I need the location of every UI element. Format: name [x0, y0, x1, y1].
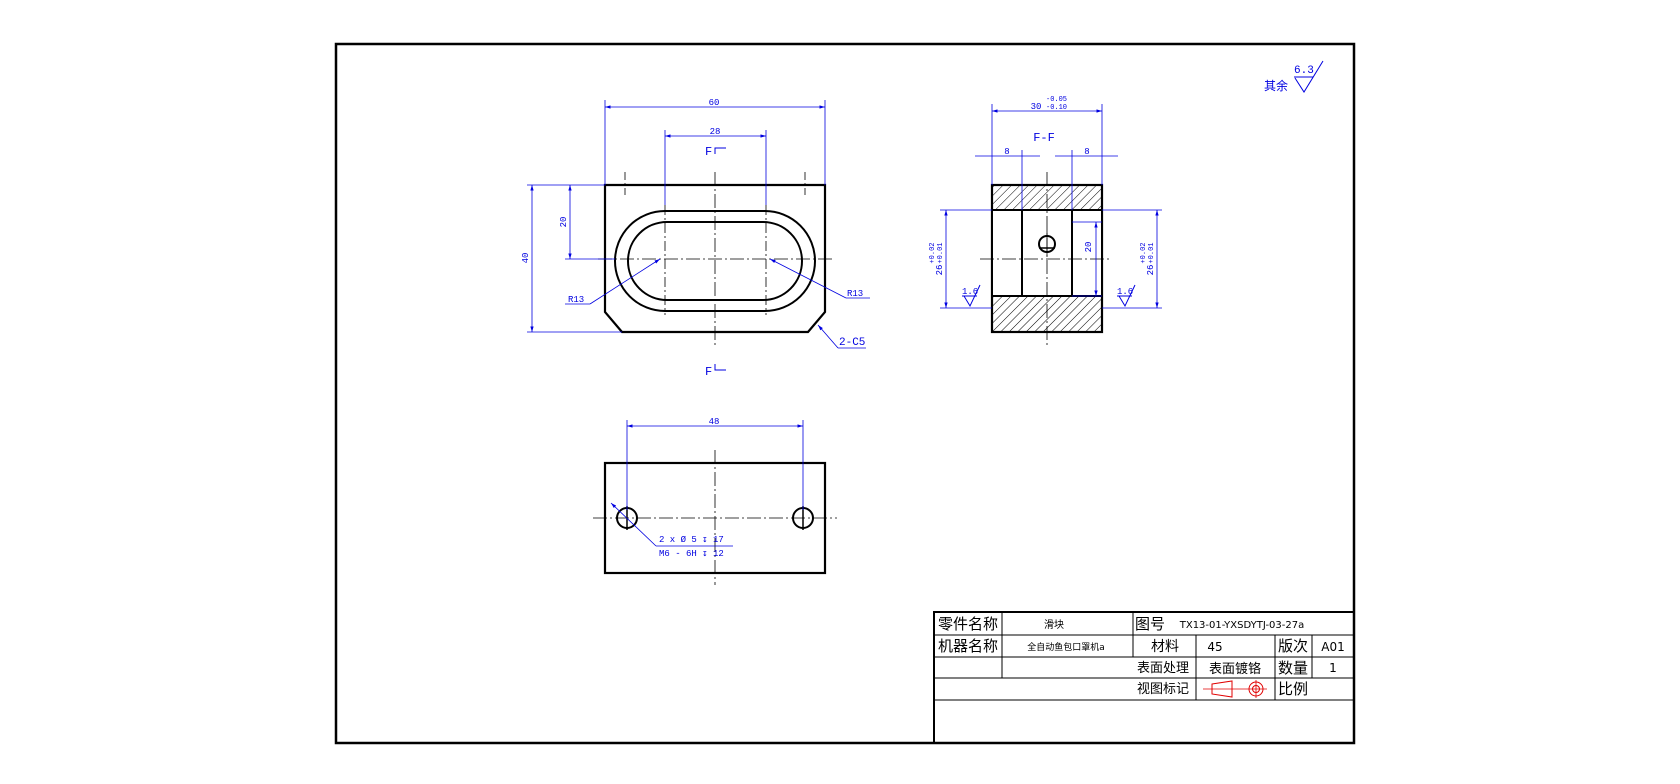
surface-treatment-value: 表面镀铬: [1209, 661, 1261, 677]
dim-overall-width: 60: [709, 98, 720, 108]
projection-symbol-icon: [1203, 680, 1267, 698]
tol-right-upper: +0.02: [1140, 242, 1148, 263]
roughness-right-icon: [1118, 284, 1136, 308]
material-value: 45: [1207, 640, 1222, 654]
scale-label: 比例: [1278, 680, 1308, 698]
section-left-pocket: [991, 209, 1023, 297]
part-name-value: 滑块: [1044, 619, 1064, 631]
dim-step-right: 8: [1084, 147, 1089, 157]
section-view: F-F 30 -0.05 -0.10 8: [929, 96, 1162, 345]
surface-note: 其余 6.3: [1264, 60, 1324, 94]
roughness-symbol-icon: [1294, 60, 1324, 93]
roughness-left: 1.6: [962, 287, 978, 297]
hole-note-line1: 2 x Ø 5 ↧ 17: [659, 535, 724, 545]
dim-hole-spacing: 48: [709, 417, 720, 427]
dim-right-height: 26: [1146, 265, 1156, 276]
radius-left-label: R13: [568, 295, 584, 305]
dim-height: 40: [521, 253, 531, 264]
machine-name-label: 机器名称: [938, 637, 998, 655]
dim-step-left: 8: [1004, 147, 1009, 157]
section-view-title: F-F: [1033, 131, 1055, 145]
tol-width-upper: -0.05: [1046, 96, 1067, 104]
material-label: 材料: [1151, 639, 1179, 655]
quantity-label: 数量: [1278, 659, 1308, 677]
radius-right-label: R13: [847, 289, 863, 299]
part-name-label: 零件名称: [938, 615, 998, 633]
dim-inner: 20: [1084, 242, 1094, 253]
machine-name-value: 全自动鱼包口罩机a: [1027, 641, 1105, 653]
roughness-left-icon: [963, 284, 981, 308]
dim-section-width: 30: [1031, 102, 1042, 112]
dim-slot-width: 28: [710, 127, 721, 137]
surface-note-roughness: 6.3: [1294, 65, 1314, 77]
section-mark-bottom: F: [705, 365, 712, 379]
tol-left-lower: +0.01: [937, 242, 945, 263]
section-mark-top: F: [705, 145, 712, 159]
revision-label: 版次: [1278, 637, 1308, 655]
view-mark-label: 视图标记: [1137, 682, 1189, 697]
drawing-no-label: 图号: [1135, 615, 1165, 633]
revision-value: A01: [1321, 640, 1344, 654]
tol-left-upper: +0.02: [929, 242, 937, 263]
surface-note-prefix: 其余: [1264, 78, 1288, 94]
bottom-view: 48 2 x Ø 5 ↧ 17 M6 - 6H ↧ 12: [593, 417, 837, 585]
drawing-frame: [334, 42, 1356, 745]
roughness-right: 1.6: [1117, 287, 1133, 297]
hole-note-line2: M6 - 6H ↧ 12: [659, 549, 724, 559]
dim-left-height: 26: [935, 265, 945, 276]
tol-right-lower: +0.01: [1148, 242, 1156, 263]
quantity-value: 1: [1329, 661, 1337, 675]
surface-treatment-label: 表面处理: [1137, 661, 1189, 676]
drawing-no-value: TX13-01-YXSDYTJ-03-27a: [1179, 620, 1305, 631]
front-view: 60 28 40 20 R13 R13 2-C5 F F: [521, 98, 870, 379]
title-block: 零件名称 滑块 图号 TX13-01-YXSDYTJ-03-27a 机器名称 全…: [933, 611, 1355, 744]
chamfer-label: 2-C5: [839, 337, 865, 349]
dim-half-height: 20: [559, 217, 569, 228]
tol-width-lower: -0.10: [1046, 104, 1067, 112]
